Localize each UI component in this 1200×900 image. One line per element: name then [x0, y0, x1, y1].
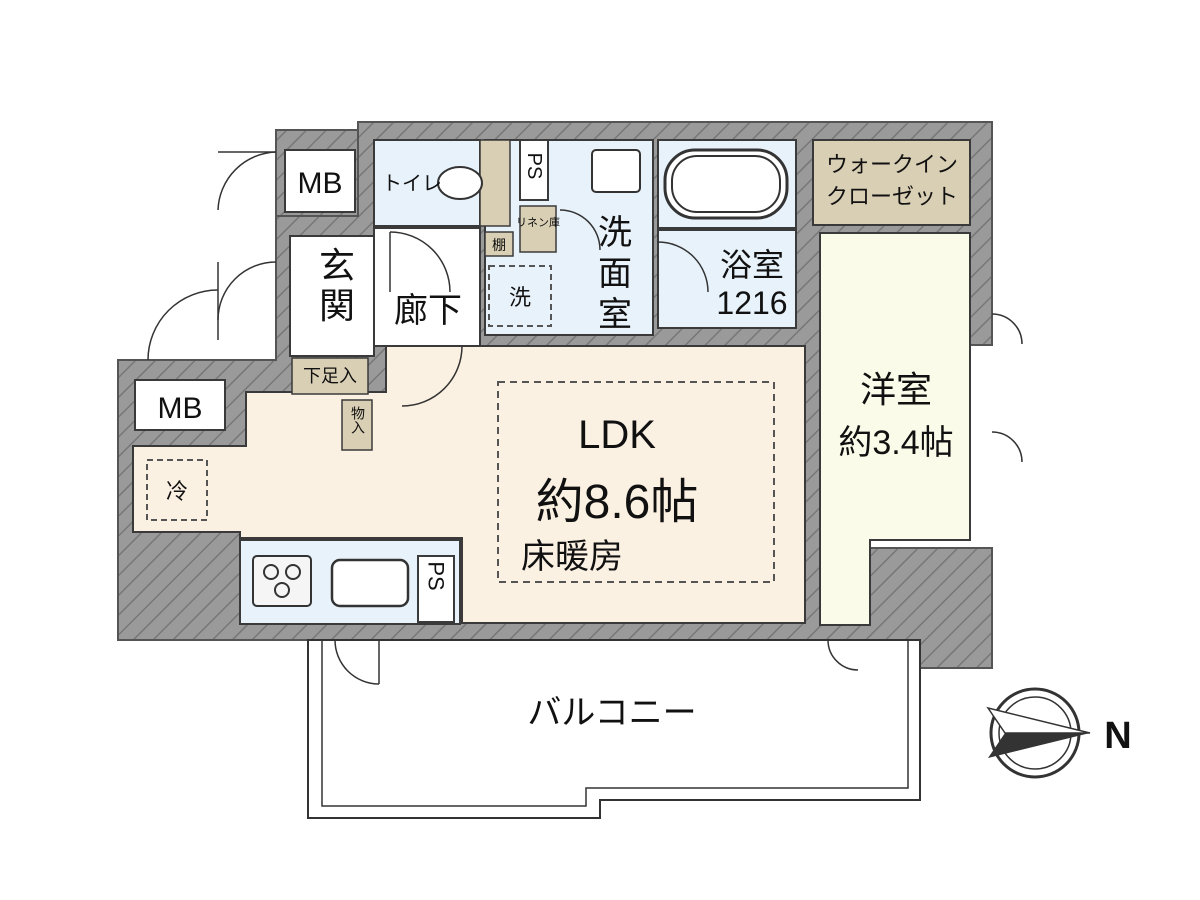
mb-top-box	[284, 149, 356, 213]
shoe-closet-label: 下足入	[303, 366, 357, 387]
toilet-bowl	[437, 166, 483, 200]
balcony-name: バルコニー	[527, 693, 696, 733]
compass	[986, 687, 1091, 779]
washer-space	[488, 265, 552, 327]
shelf-box	[484, 231, 514, 257]
mb-left-box	[134, 379, 226, 431]
walkin-line2: クローゼット	[826, 185, 958, 210]
ps-kitchen-label: PS	[424, 561, 449, 590]
ldk-size: 約8.6帖	[536, 476, 699, 529]
mb-top-label: MB	[298, 167, 343, 200]
washroom-char-2: 面	[598, 254, 632, 294]
walkin-line1: ウォークイン	[826, 153, 958, 178]
entrance-char-2: 関	[319, 286, 355, 327]
bath-floor-lower	[657, 229, 797, 329]
western-room-floor	[819, 232, 971, 626]
hallway-name: 廊下	[394, 291, 462, 331]
storage-label: 物入	[349, 406, 365, 434]
linen-label: リネン庫	[516, 215, 560, 229]
toilet-name: トイレ	[382, 171, 442, 195]
ps-kitchen-box	[417, 555, 455, 623]
kitchen-sink	[330, 558, 410, 608]
storage-box	[341, 399, 373, 451]
washroom-char-1: 洗	[598, 213, 632, 253]
bath-size: 1216	[716, 285, 787, 321]
bath-name: 浴室	[720, 246, 784, 284]
stove	[252, 555, 312, 607]
wash-basin	[591, 149, 641, 193]
door-swings	[147, 151, 1023, 685]
mb-left-label: MB	[158, 392, 203, 425]
toilet-floor	[373, 139, 481, 227]
bathtub	[663, 148, 789, 220]
washer-label: 洗	[509, 286, 531, 311]
fridge-space	[146, 459, 208, 521]
ps-top-box	[519, 139, 549, 201]
fridge-label: 冷	[166, 480, 188, 505]
balcony	[307, 639, 921, 819]
entrance-char-1: 玄	[319, 246, 355, 287]
washroom-char-3: 室	[598, 295, 632, 335]
compass-label: N	[1104, 715, 1131, 757]
entrance-floor	[289, 235, 375, 357]
linen-box	[519, 205, 557, 253]
western-room-size: 約3.4帖	[838, 424, 953, 462]
ldk-floor-heating-area	[497, 381, 775, 583]
toilet-tank	[479, 139, 511, 227]
shelf-label: 棚	[492, 238, 506, 254]
walkin-closet-floor	[812, 139, 971, 226]
hallway-floor	[373, 227, 481, 347]
ps-top-label: PS	[523, 153, 545, 180]
shoe-closet	[291, 357, 369, 395]
ldk-feature: 床暖房	[521, 537, 623, 577]
western-room-name: 洋室	[860, 370, 932, 411]
ldk-name: LDK	[578, 413, 656, 457]
